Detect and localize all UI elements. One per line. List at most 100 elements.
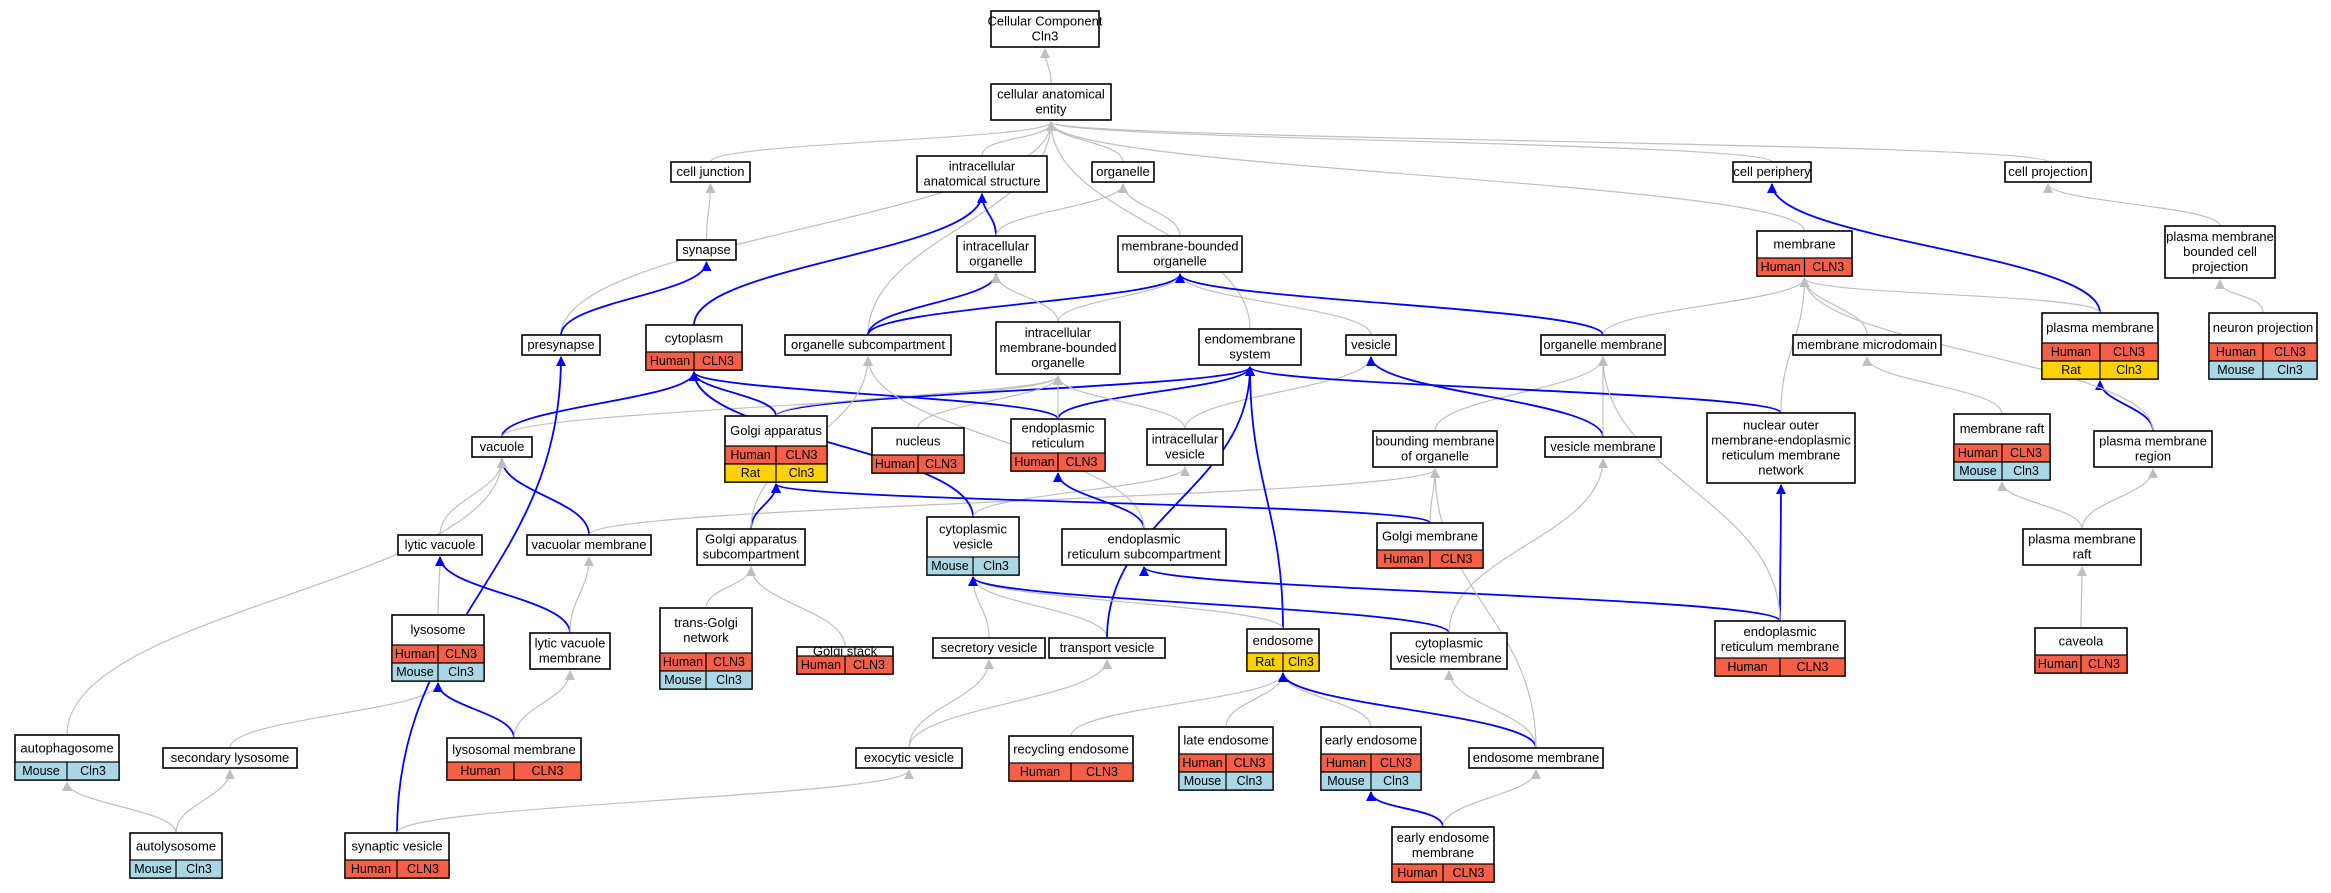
node-cell-projection[interactable]: cell projection [2004, 161, 2092, 183]
gene-label: CLN3 [407, 862, 439, 876]
node-organelle-subcompartment[interactable]: organelle subcompartment [784, 334, 952, 356]
edge-part-of-lysmem-lysosome [433, 682, 515, 739]
edge-is-a-lysosome-lyticvac [434, 556, 445, 616]
node-label-line: intracellular [1025, 325, 1092, 340]
node-label-line: cytoplasmic [939, 522, 1007, 537]
node-organelle[interactable]: organelle [1091, 161, 1155, 183]
edge-part-of-vesmem-vesicle [1366, 356, 1604, 438]
node-label-line: autolysosome [136, 839, 216, 854]
node-label-line: plasma membrane [2028, 532, 2136, 547]
gene-label: CLN3 [2274, 345, 2306, 359]
node-label-line: intracellular [1152, 432, 1219, 447]
node-label-line: cell junction [677, 164, 745, 179]
node-lytic-vacuole[interactable]: lytic vacuole [397, 534, 483, 556]
node-label-line: membrane raft [1960, 421, 2045, 436]
node-vacuole[interactable]: vacuole [471, 436, 533, 458]
edge-is-a-ermem-orgmem [1598, 356, 1781, 622]
node-vesicle[interactable]: vesicle [1345, 334, 1397, 356]
node-cell-periphery[interactable]: cell periphery [1732, 161, 1812, 183]
node-label-line: recycling endosome [1013, 742, 1129, 757]
node-presynapse[interactable]: presynapse [521, 334, 601, 356]
node-nuclear-outer-membrane-endoplasmic-reticulum-membrane-network[interactable]: nuclear outermembrane-endoplasmicreticul… [1706, 412, 1856, 484]
node-box [696, 528, 806, 566]
node-label-line: vacuole [480, 439, 525, 454]
edge-is-a-bmo-orgmem [1434, 356, 1608, 432]
species-label: Human [351, 862, 391, 876]
node-label-line: early endosome [1325, 733, 1418, 748]
edge-is-a-pmr-membrane [1799, 277, 2154, 432]
species-label: Rat [2061, 363, 2081, 377]
node-box [990, 83, 1112, 121]
node-label-line: bounding membrane [1375, 434, 1494, 449]
node-box [995, 321, 1121, 375]
edge-part-of-cytoplasm-ias [693, 193, 987, 326]
node-endosome-membrane[interactable]: endosome membrane [1468, 747, 1604, 769]
node-label-line: exocytic vesicle [864, 750, 954, 765]
node-label-line: reticulum [1032, 436, 1085, 451]
node-membrane-microdomain[interactable]: membrane microdomain [1792, 334, 1942, 356]
edge-is-a-tgn-golgisub [705, 566, 756, 609]
node-vacuolar-membrane[interactable]: vacuolar membrane [526, 534, 652, 556]
node-label-line: trans-Golgi [674, 615, 738, 630]
edge-part-of-plasmamem-cellper [1767, 183, 2101, 314]
node-exocytic-vesicle[interactable]: exocytic vesicle [855, 747, 963, 769]
edge-is-a-mbo-organelle [1118, 183, 1181, 237]
node-synapse[interactable]: synapse [676, 239, 737, 261]
node-label-line: membrane [1412, 845, 1474, 860]
node-organelle-membrane[interactable]: organelle membrane [1540, 334, 1666, 356]
edge-is-a-seclys-lysosome [229, 682, 443, 749]
node-vesicle-membrane[interactable]: vesicle membrane [1544, 436, 1662, 458]
node-label-line: anatomical structure [923, 174, 1040, 189]
node-secondary-lysosome[interactable]: secondary lysosome [162, 747, 298, 769]
edge-is-a-cellproj-cae [1046, 121, 2049, 163]
node-secretory-vesicle[interactable]: secretory vesicle [932, 637, 1046, 659]
species-label: Human [395, 647, 435, 661]
node-label-line: membrane-bounded [1121, 239, 1238, 254]
node-cell-junction[interactable]: cell junction [670, 161, 751, 183]
node-label-line: raft [2073, 547, 2092, 562]
node-transport-vesicle[interactable]: transport vesicle [1048, 637, 1166, 659]
node-label-line: membrane microdomain [1797, 337, 1937, 352]
gene-label: CLN3 [1086, 765, 1118, 779]
